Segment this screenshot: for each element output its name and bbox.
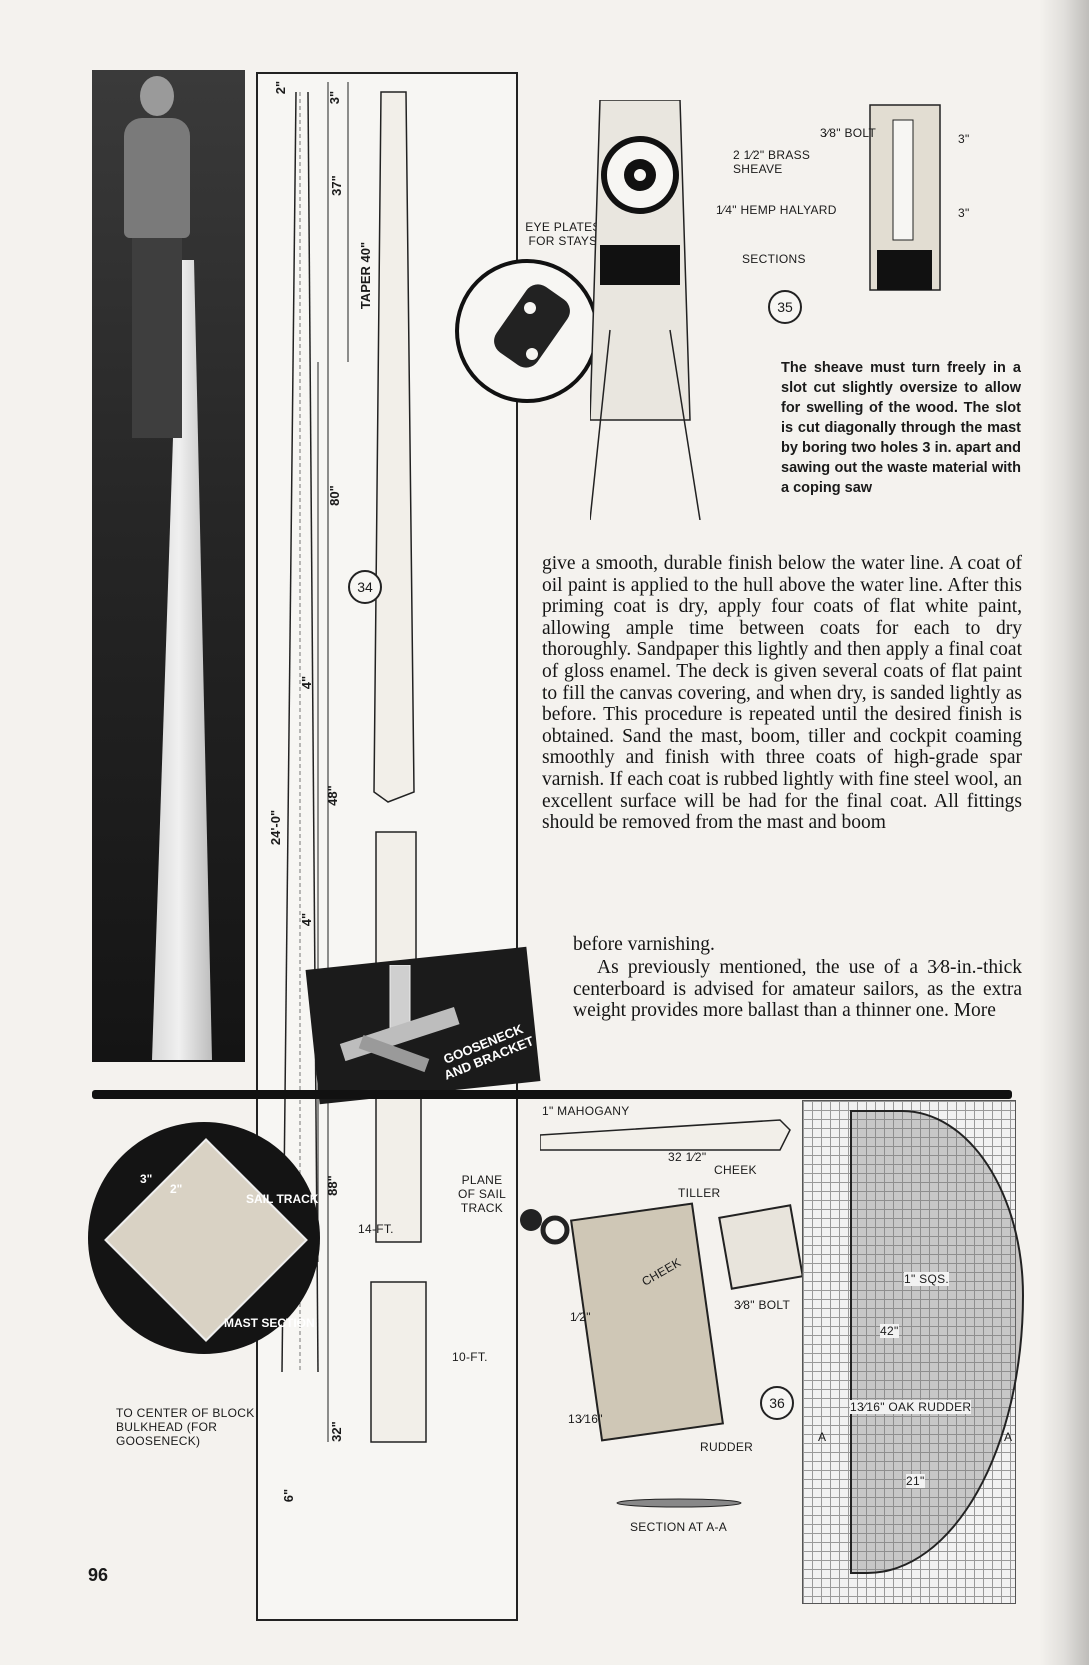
man-legs bbox=[132, 238, 182, 438]
page-edge-shadow bbox=[1039, 0, 1089, 1665]
figure-number-36: 36 bbox=[760, 1386, 794, 1420]
cheek-block bbox=[570, 1202, 724, 1442]
dim-37in: 37" bbox=[328, 175, 344, 196]
hemp-halyard-label: 1⁄4" HEMP HALYARD bbox=[716, 203, 837, 217]
body-paragraph-1: give a smooth, durable finish below the … bbox=[542, 553, 1022, 834]
dim-48in: 48" bbox=[324, 785, 340, 806]
dim-88in: 88" bbox=[324, 1175, 340, 1196]
dim-14ft: 14-FT. bbox=[358, 1222, 394, 1236]
section-dim-2in: 2" bbox=[170, 1182, 183, 1196]
eye-plates-label: EYE PLATES FOR STAYS bbox=[525, 220, 601, 248]
section-aa-shape bbox=[616, 1498, 742, 1508]
dim-42in: 42" bbox=[880, 1324, 899, 1338]
dim-2in: 2" bbox=[273, 80, 289, 95]
mast-section-square bbox=[104, 1138, 308, 1342]
body-paragraph-2: As previously mentioned, the use of a 3⁄… bbox=[573, 957, 1022, 1022]
section-aa-label: SECTION AT A-A bbox=[630, 1520, 728, 1534]
dim-10ft: 10-FT. bbox=[452, 1350, 488, 1364]
mahogany-label: 1" MAHOGANY bbox=[542, 1104, 630, 1118]
dim-21in: 21" bbox=[906, 1474, 925, 1488]
nut-washer-parts bbox=[520, 1209, 570, 1245]
dim-half-in: 1⁄2" bbox=[570, 1310, 591, 1324]
dim-32in: 32" bbox=[328, 1421, 344, 1442]
eye-plate-inset bbox=[455, 259, 599, 403]
tiller-length-label: 32 1⁄2" bbox=[668, 1150, 707, 1164]
sections-label: SECTIONS bbox=[742, 252, 806, 266]
section-mark-a-right: A bbox=[1004, 1430, 1013, 1444]
sheave-sections bbox=[869, 104, 941, 291]
dim-3in-a: 3" bbox=[958, 132, 970, 146]
dim-3in-b: 3" bbox=[958, 206, 970, 220]
mast-photograph bbox=[92, 70, 245, 1062]
section-dim-3in: 3" bbox=[140, 1172, 153, 1186]
bolt-label: 3⁄8" BOLT bbox=[820, 126, 877, 140]
mast-section-inset bbox=[88, 1122, 320, 1354]
tiller-end-block bbox=[718, 1204, 804, 1290]
figure-35-caption: The sheave must turn freely in a slot cu… bbox=[781, 360, 1021, 496]
section-mark-a-left: A bbox=[818, 1430, 827, 1444]
tiller-label: TILLER bbox=[678, 1186, 721, 1200]
plane-of-sail-track-label: PLANE OF SAIL TRACK bbox=[457, 1173, 507, 1215]
mast-section-label: MAST SECTION bbox=[224, 1316, 315, 1330]
dim-4in-upper: 4" bbox=[299, 675, 315, 690]
man-torso bbox=[124, 118, 190, 238]
man-head bbox=[140, 76, 174, 116]
dim-6in: 6" bbox=[281, 1488, 297, 1503]
sail-track-label: SAIL TRACK bbox=[246, 1192, 319, 1206]
gooseneck-fitting bbox=[339, 965, 460, 1073]
rudder-part-label: RUDDER bbox=[700, 1440, 754, 1454]
figure-number-34: 34 bbox=[348, 570, 382, 604]
rudder-bolt-label: 3⁄8" BOLT bbox=[734, 1298, 791, 1312]
mast-drawing bbox=[281, 82, 427, 1443]
grid-squares-label: 1" SQS. bbox=[904, 1272, 950, 1286]
gooseneck-block-label: TO CENTER OF BLOCK BULKHEAD (FOR GOOSENE… bbox=[116, 1406, 255, 1448]
body-paragraph-1-end: before varnishing. bbox=[573, 934, 715, 955]
dim-3in-top: 3" bbox=[327, 90, 343, 105]
dim-taper-40in: TAPER 40" bbox=[358, 241, 374, 310]
section-divider-bar bbox=[92, 1090, 1012, 1099]
cheek-top-label: CHEEK bbox=[714, 1163, 757, 1177]
oak-rudder-label: 13⁄16" OAK RUDDER bbox=[850, 1400, 972, 1414]
brass-sheave-label: 2 1⁄2" BRASS SHEAVE bbox=[733, 148, 811, 176]
dim-13-16-in: 13⁄16" bbox=[568, 1412, 603, 1426]
dim-80in: 80" bbox=[326, 485, 342, 506]
tiller-outline bbox=[540, 1119, 791, 1151]
sheave-drawing bbox=[590, 100, 701, 520]
dim-4in-lower: 4" bbox=[299, 912, 315, 927]
page-number: 96 bbox=[88, 1565, 109, 1585]
dim-24ft: 24'-0" bbox=[268, 809, 284, 846]
figure-number-35: 35 bbox=[768, 290, 802, 324]
